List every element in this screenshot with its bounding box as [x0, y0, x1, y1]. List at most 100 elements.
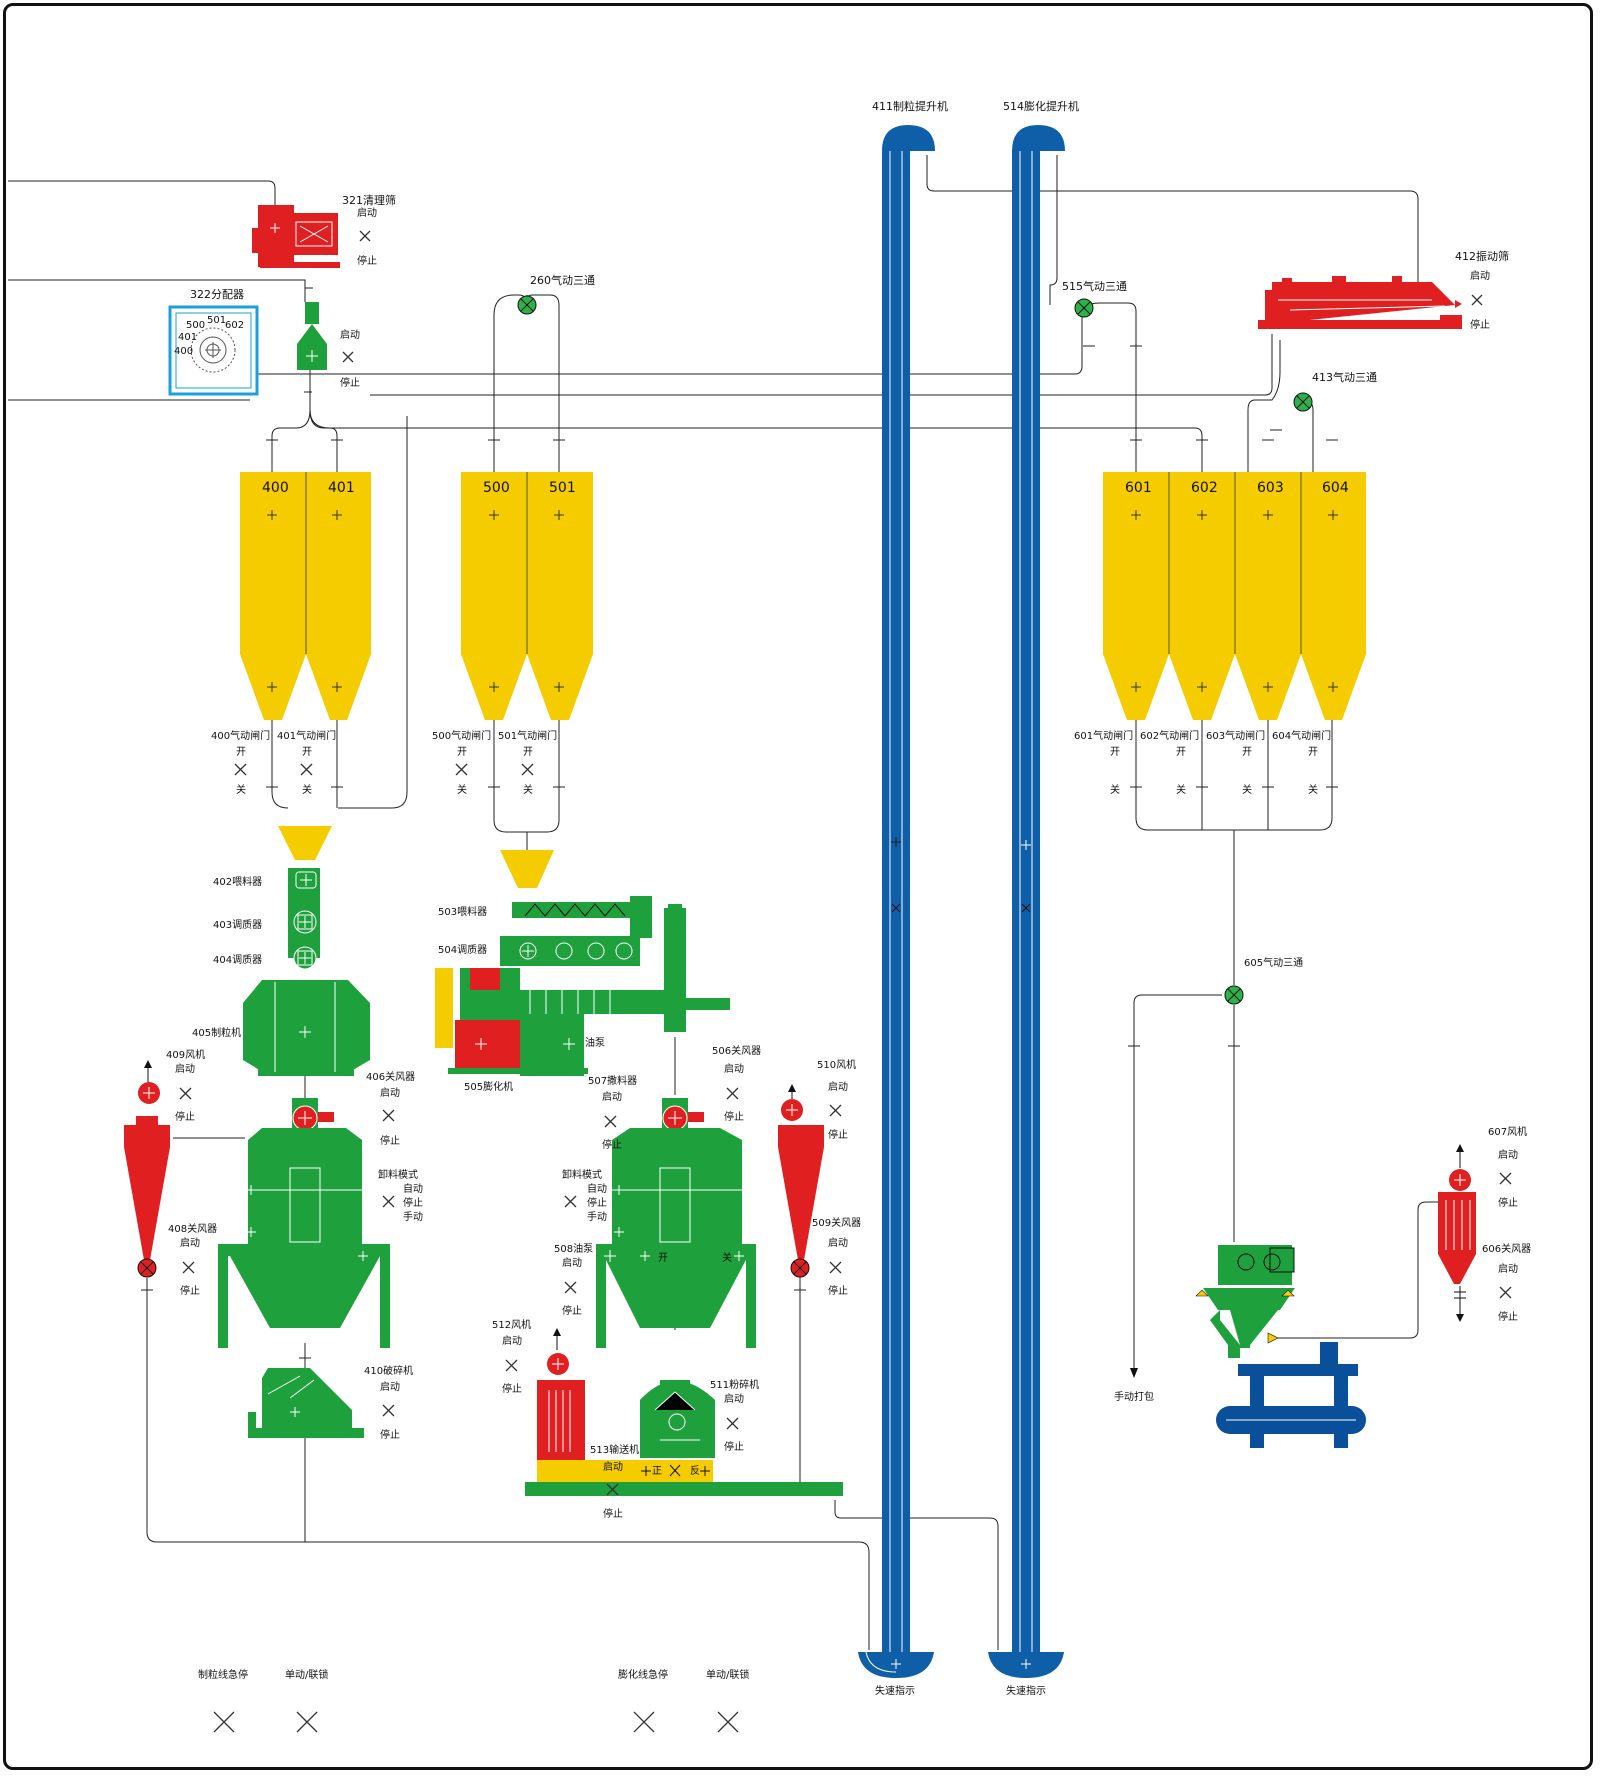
fan-409[interactable]: [138, 1060, 160, 1104]
start-509: 启动: [828, 1236, 848, 1249]
pneumatic-gate-321[interactable]: [297, 302, 327, 370]
toggle-gate-501[interactable]: [521, 763, 534, 776]
fan-510[interactable]: [781, 1084, 803, 1121]
pipe-ticks: [141, 287, 1338, 1359]
conditioner-403[interactable]: [293, 910, 317, 934]
toggle-409[interactable]: [179, 1087, 192, 1100]
toggle-estop-pellet[interactable]: [213, 1711, 235, 1733]
label-403: 403调质器: [213, 919, 262, 931]
label-511: 511粉碎机: [710, 1378, 759, 1391]
dust-filter-606[interactable]: [1438, 1192, 1476, 1322]
crusher-410[interactable]: [248, 1368, 364, 1438]
toggle-506[interactable]: [726, 1087, 739, 1100]
gate-label-602: 602气动闸门: [1140, 729, 1199, 742]
toggle-508[interactable]: [564, 1281, 577, 1294]
cooler-500[interactable]: [596, 1128, 756, 1348]
toggle-discharge-mode-2[interactable]: [564, 1195, 577, 1208]
toggle-607[interactable]: [1499, 1172, 1512, 1185]
three-way-valve-260[interactable]: [517, 295, 537, 315]
toggle-406[interactable]: [382, 1109, 395, 1122]
fan-607[interactable]: [1449, 1144, 1471, 1191]
elevator-514[interactable]: [988, 125, 1065, 1678]
stop-gate-321: 停止: [340, 376, 360, 389]
bin-group-400: [240, 472, 371, 720]
toggle-510[interactable]: [829, 1104, 842, 1117]
elevator-411[interactable]: [858, 125, 935, 1678]
toggle-513[interactable]: [606, 1483, 619, 1496]
conveyor-513[interactable]: [525, 1460, 843, 1496]
dist-port-400: 400: [174, 346, 193, 357]
label-503: 503喂料器: [438, 905, 487, 918]
label-manual-2: 手动: [587, 1210, 607, 1223]
cyclone-400[interactable]: [124, 1116, 170, 1260]
silo-400[interactable]: [240, 472, 306, 720]
extruder-505[interactable]: [435, 904, 730, 1076]
rotary-valve-509[interactable]: [790, 1258, 810, 1278]
open-601: 开: [1110, 747, 1120, 758]
toggle-single-link-1[interactable]: [296, 1711, 318, 1733]
toggle-412[interactable]: [1471, 294, 1483, 306]
conditioner-404[interactable]: [293, 946, 317, 970]
label-cooler-open: 开: [658, 1253, 668, 1264]
feeder-402[interactable]: [288, 868, 320, 958]
open-401: 开: [302, 747, 312, 758]
silo-501[interactable]: [527, 472, 593, 720]
conditioner-504[interactable]: [500, 936, 640, 966]
pellet-mill-405[interactable]: [243, 980, 370, 1076]
toggle-estop-extrude[interactable]: [633, 1711, 655, 1733]
silo-603[interactable]: [1235, 472, 1301, 720]
bag-conveyor[interactable]: [1216, 1342, 1366, 1448]
stop-510: 停止: [828, 1128, 848, 1141]
close-603: 关: [1242, 783, 1252, 796]
toggle-511[interactable]: [726, 1417, 739, 1430]
rotary-valve-406[interactable]: [292, 1098, 334, 1132]
toggle-gate-401[interactable]: [300, 763, 313, 776]
toggle-gate-400[interactable]: [234, 763, 247, 776]
distributor-322[interactable]: [168, 305, 259, 396]
cyclone-500[interactable]: [778, 1125, 824, 1260]
label-260: 260气动三通: [530, 273, 595, 287]
vibrating-screen-412[interactable]: [1258, 276, 1462, 329]
toggle-410[interactable]: [382, 1404, 395, 1417]
cleaning-sieve-321[interactable]: [252, 205, 340, 268]
toggle-gate-500[interactable]: [455, 763, 468, 776]
label-410: 410破碎机: [364, 1364, 413, 1377]
feeder-503[interactable]: [512, 896, 652, 938]
label-manual-1: 手动: [403, 1210, 423, 1223]
pulverizer-511[interactable]: [640, 1380, 715, 1458]
silo-401[interactable]: [306, 472, 371, 720]
toggle-606[interactable]: [1499, 1286, 1512, 1299]
bag-clamp-indicator: [1267, 1332, 1279, 1344]
packing-scale[interactable]: [1195, 1245, 1295, 1358]
label-stop-mode-1: 停止: [403, 1196, 423, 1209]
toggle-321[interactable]: [359, 230, 371, 242]
silo-604[interactable]: [1301, 472, 1366, 720]
toggle-single-link-2[interactable]: [717, 1711, 739, 1733]
toggle-509[interactable]: [829, 1261, 842, 1274]
start-409: 启动: [175, 1062, 195, 1075]
toggle-408[interactable]: [182, 1261, 195, 1274]
open-400: 开: [236, 747, 246, 758]
label-322: 322分配器: [190, 288, 244, 301]
three-way-valve-413[interactable]: [1293, 392, 1313, 412]
toggle-discharge-mode-1[interactable]: [382, 1195, 395, 1208]
toggle-512[interactable]: [505, 1359, 518, 1372]
label-404: 404调质器: [213, 954, 262, 966]
fan-512[interactable]: [537, 1328, 585, 1460]
three-way-valve-515[interactable]: [1074, 298, 1094, 318]
gate-label-500: 500气动闸门: [432, 729, 491, 742]
pipework: [8, 155, 1438, 1650]
spreader-507[interactable]: [662, 1098, 704, 1132]
cooler-400[interactable]: [218, 1128, 390, 1348]
label-408: 408关风器: [168, 1222, 217, 1235]
toggle-507[interactable]: [604, 1115, 617, 1128]
feed-hopper-400: [278, 826, 332, 860]
toggle-gate-321[interactable]: [342, 351, 354, 363]
three-way-valve-605[interactable]: [1224, 985, 1244, 1005]
bin-label-500: 500: [483, 480, 510, 496]
gate-label-400: 400气动闸门: [211, 729, 270, 742]
bin-label-601: 601: [1125, 480, 1152, 496]
rotary-valve-408[interactable]: [137, 1258, 157, 1278]
stop-408: 停止: [180, 1284, 200, 1297]
silo-602[interactable]: [1169, 472, 1235, 720]
